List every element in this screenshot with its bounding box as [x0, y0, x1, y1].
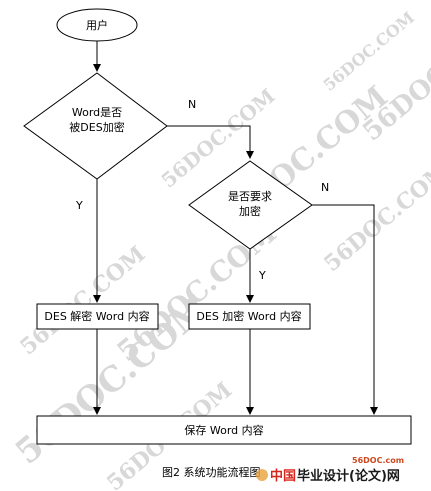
decision1-label-line1: Word是否	[72, 106, 122, 119]
brand-logo: 中国 毕业设计(论文)网	[256, 468, 400, 484]
edge-label-decision1-no: N	[188, 98, 196, 111]
start-node-label: 用户	[86, 18, 108, 32]
process-des-decrypt-label: DES 解密 Word 内容	[44, 309, 149, 323]
decision1-label-line2: 被DES加密	[69, 120, 124, 134]
edge-decision2-no	[312, 204, 378, 415]
decision2-label-line1: 是否要求	[228, 190, 272, 203]
brand-rest: 毕业设计(论文)网	[297, 468, 400, 484]
decision2-label-line2: 加密	[239, 204, 261, 218]
edge-label-decision2-no: N	[321, 181, 329, 194]
process-save-word-label: 保存 Word 内容	[184, 423, 263, 437]
brand-logo-icon	[256, 469, 268, 481]
edge-label-decision1-yes: Y	[75, 199, 83, 212]
site-watermark: 56DOC.com	[352, 456, 404, 465]
edge-decision1-no	[167, 125, 254, 159]
process-des-encrypt	[188, 303, 311, 330]
watermark-text: 56DOC.COM	[319, 158, 431, 277]
figure-caption: 图2 系统功能流程图	[162, 465, 261, 479]
process-save-word	[36, 415, 412, 445]
edge-label-decision2-yes: Y	[258, 269, 266, 282]
process-des-decrypt	[36, 303, 159, 330]
process-des-encrypt-label: DES 加密 Word 内容	[196, 309, 301, 323]
brand-cn: 中国	[270, 468, 296, 484]
